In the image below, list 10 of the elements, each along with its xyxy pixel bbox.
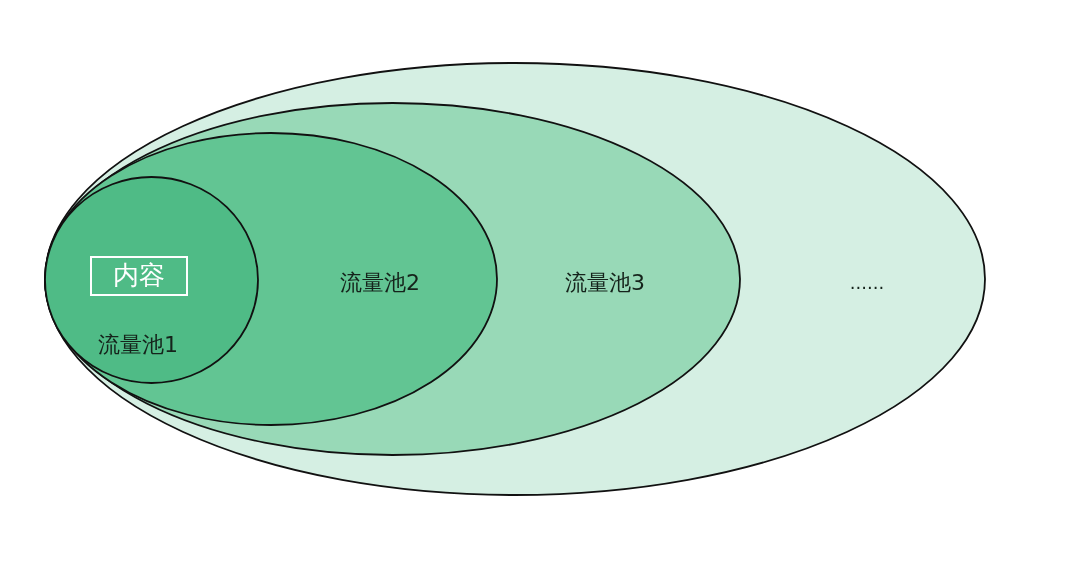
pool-ellipse [45,177,258,383]
pool-label: 流量池2 [340,270,420,296]
pool-ellipse [45,103,740,455]
pool-label: 流量池3 [565,270,645,296]
pool-ellipse [45,133,497,425]
content-label: 内容 [113,261,165,291]
content-box [90,256,188,296]
ellipsis-text: ...... [849,272,885,294]
pool-ellipse [45,63,985,495]
pool-label: 流量池1 [98,332,178,358]
